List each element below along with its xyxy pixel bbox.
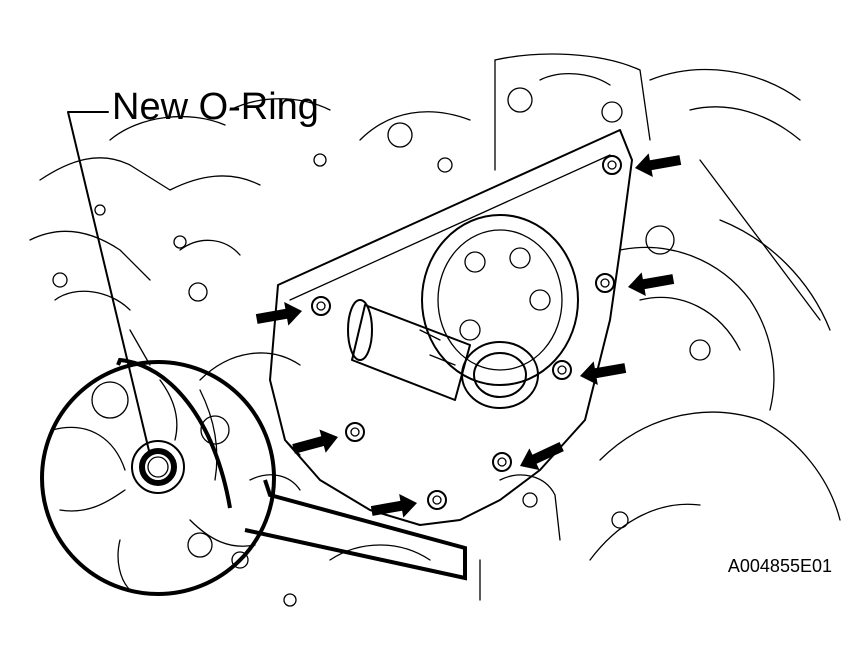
figure-code: A004855E01: [727, 556, 832, 576]
retainer-cover-plate: [269, 129, 633, 526]
bolt-arrow-icon: [628, 272, 675, 297]
new-o-ring-label: New O-Ring: [112, 86, 319, 128]
bolt: [427, 490, 447, 510]
bolt: [602, 155, 622, 175]
bolt-arrow-icon: [580, 361, 627, 386]
bolt: [595, 273, 615, 293]
cover-bolts: [311, 155, 622, 510]
bolt-arrow-icon: [255, 301, 302, 326]
bolt-arrow-icon: [520, 442, 564, 471]
bolt: [311, 296, 331, 316]
callout-leader-line: [67, 111, 151, 456]
new-o-ring: [139, 448, 177, 486]
bolt: [552, 360, 572, 380]
o-ring-detail-inset: [40, 357, 467, 596]
bolt-arrow-icon: [635, 153, 682, 178]
bolt: [345, 422, 365, 442]
bolt-arrow-icon: [292, 429, 338, 454]
engine-block-background: [29, 53, 841, 607]
bolt-pointer-arrows: [255, 153, 682, 518]
bolt: [492, 452, 512, 472]
bolt-arrow-icon: [370, 493, 417, 518]
